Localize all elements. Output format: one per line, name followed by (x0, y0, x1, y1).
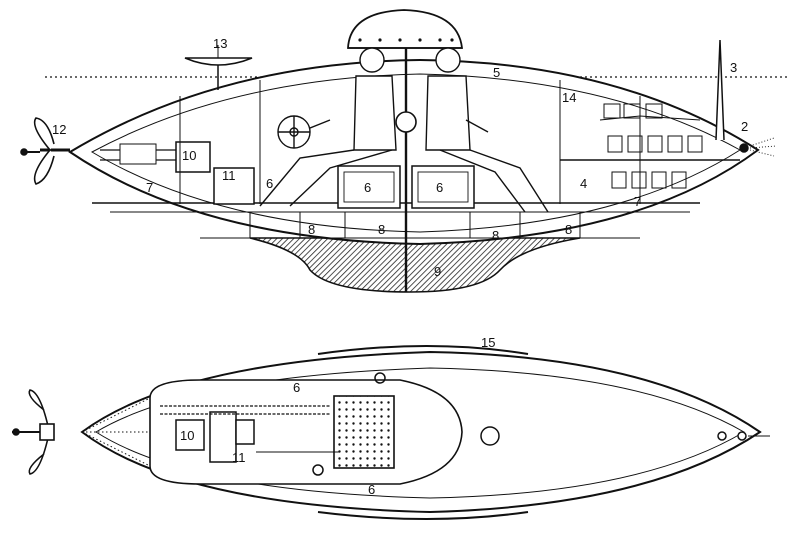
side-rail-top (317, 345, 529, 355)
label-6-a: 6 (266, 176, 273, 191)
label-7-fwd: 7 (634, 194, 641, 209)
label-5: 5 (493, 65, 500, 80)
forward-tanks (560, 135, 740, 189)
mast (715, 39, 725, 141)
label-2: 2 (741, 119, 748, 134)
label-15: 15 (481, 335, 495, 350)
label-4: 4 (580, 176, 587, 191)
label-8-b: 8 (378, 222, 385, 237)
ballast-keel (249, 237, 581, 293)
label-8-c: 8 (492, 228, 499, 243)
label-6-bottom: 6 (368, 482, 375, 497)
locker-6-b (411, 165, 475, 209)
top-view (12, 345, 770, 520)
label-8-d: 8 (565, 222, 572, 237)
label-11: 11 (222, 168, 236, 183)
battery-bays (200, 212, 640, 239)
label-6-top: 6 (293, 380, 300, 395)
label-12: 12 (52, 122, 66, 137)
plan-motor-10 (175, 419, 205, 451)
stern-propeller-icon (20, 117, 70, 185)
label-8-a: 8 (308, 222, 315, 237)
label-6-c: 6 (436, 180, 443, 195)
label-14: 14 (562, 90, 576, 105)
crew-figure-left (259, 47, 397, 207)
column-ball (395, 111, 417, 133)
top-view-labels: 15 6 6 10 11 (180, 335, 495, 497)
motor-10 (175, 141, 211, 173)
label-9: 9 (434, 264, 441, 279)
crew-figure-right (425, 47, 549, 213)
label-11-plan: 11 (232, 450, 246, 465)
locker-6-a (337, 165, 401, 209)
label-3: 3 (730, 60, 737, 75)
plan-engine-11 (209, 411, 237, 463)
side-view-labels: 12 13 3 2 5 14 10 11 7 7 4 6 6 6 8 8 8 8… (52, 36, 748, 279)
stern-cone (81, 397, 151, 467)
plan-propeller-icon (12, 389, 55, 475)
seat-cushion (333, 395, 395, 469)
side-rail-bottom (317, 511, 529, 520)
engine-11 (213, 167, 255, 205)
label-10: 10 (182, 148, 196, 163)
side-view (20, 9, 790, 293)
plan-bow-fitting-icon (717, 431, 770, 441)
periscope-dish (184, 57, 253, 66)
hatch-circle (480, 426, 500, 446)
bow-fitting-icon (739, 137, 777, 157)
tower-rivets (358, 38, 454, 42)
label-10-plan: 10 (180, 428, 194, 443)
label-13: 13 (213, 36, 227, 51)
steering-wheel-icon (277, 115, 311, 149)
label-6-b: 6 (364, 180, 371, 195)
conning-tower (347, 9, 464, 49)
label-7-aft: 7 (146, 180, 153, 195)
